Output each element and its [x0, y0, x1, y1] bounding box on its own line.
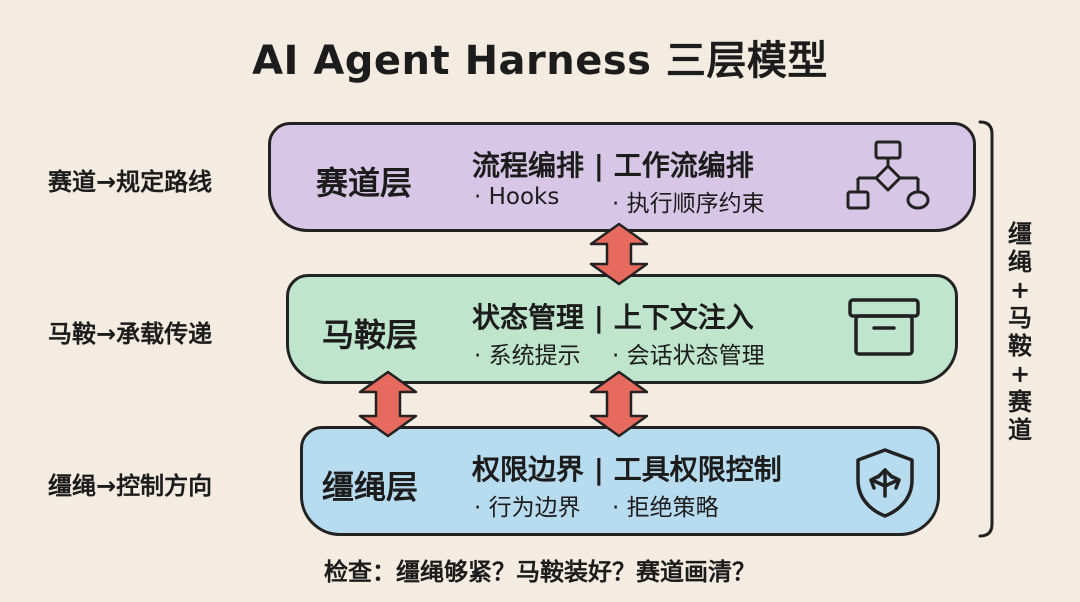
shield-arrows-icon	[852, 446, 918, 522]
layer-saddle-bullet-2: · 会话状态管理	[612, 343, 765, 369]
layer-reins-bullet-2: · 拒绝策略	[612, 495, 719, 521]
label-saddle: 马鞍→承载传递	[48, 320, 213, 348]
flowchart-icon	[842, 140, 934, 220]
diagram-title: AI Agent Harness 三层模型	[252, 38, 828, 84]
right-bracket	[978, 120, 1002, 542]
layer-track-bullet-1: · Hooks	[474, 184, 560, 210]
right-char: 绳	[1008, 248, 1032, 276]
label-reins: 缰绳→控制方向	[48, 472, 213, 500]
right-char: 缰	[1008, 220, 1032, 248]
double-arrow-saddle-reins-right	[589, 370, 649, 442]
right-vertical-label: 缰 绳 + 马 鞍 + 赛 道	[1004, 220, 1036, 444]
right-char: +	[1009, 276, 1031, 304]
double-arrow-track-saddle	[589, 222, 649, 290]
right-char: 赛	[1008, 388, 1032, 416]
right-char: +	[1009, 360, 1031, 388]
right-char: 鞍	[1008, 332, 1032, 360]
right-char: 马	[1008, 304, 1032, 332]
layer-track-bullet-2: · 执行顺序约束	[612, 191, 765, 217]
layer-saddle-bullet-1: · 系统提示	[474, 343, 581, 369]
layer-saddle-title: 状态管理 | 上下文注入	[472, 301, 754, 334]
layer-saddle-name: 马鞍层	[322, 316, 419, 354]
layer-track-name: 赛道层	[316, 164, 413, 202]
double-arrow-saddle-reins-left	[358, 370, 418, 442]
label-track: 赛道→规定路线	[48, 168, 213, 196]
layer-reins-title: 权限边界 | 工具权限控制	[472, 453, 782, 486]
layer-reins	[300, 426, 940, 536]
layer-track-title: 流程编排 | 工作流编排	[472, 149, 754, 182]
right-char: 道	[1008, 416, 1032, 444]
layer-reins-name: 缰绳层	[322, 468, 419, 506]
archive-box-icon	[846, 294, 922, 364]
footer-checklist: 检查：缰绳够紧？马鞍装好？赛道画清？	[324, 558, 756, 586]
layer-reins-bullet-1: · 行为边界	[474, 495, 581, 521]
